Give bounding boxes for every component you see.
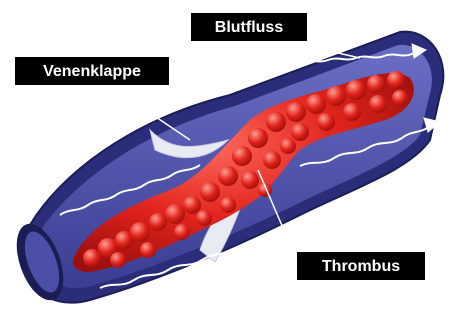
label-blood-flow: Blutfluss <box>190 12 308 42</box>
label-venous-valve: Venenklappe <box>14 56 170 86</box>
label-thrombus: Thrombus <box>296 251 426 281</box>
